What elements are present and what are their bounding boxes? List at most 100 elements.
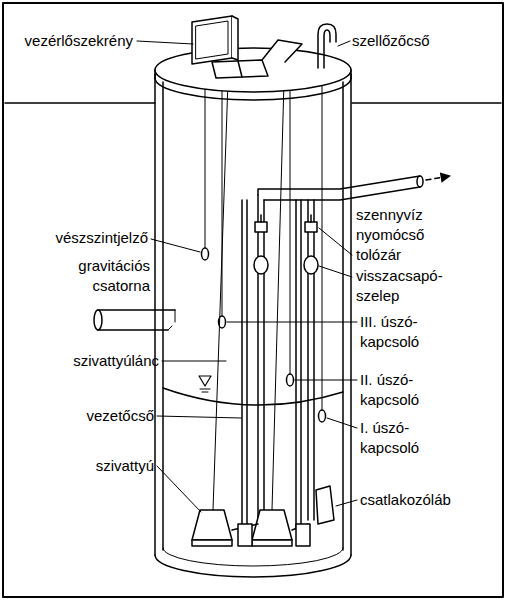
lid — [212, 60, 268, 78]
float-switch — [287, 374, 294, 386]
duck-foot — [316, 486, 334, 524]
float-switch — [290, 82, 291, 374]
shaft-wall — [350, 74, 352, 555]
gate-valve — [260, 215, 262, 222]
riser-pipe — [257, 195, 259, 520]
float-switch — [219, 316, 226, 328]
gate-valve — [310, 215, 312, 222]
duck-foot — [296, 524, 310, 546]
pressure-pipe — [264, 187, 420, 200]
leader-line — [327, 418, 357, 428]
duck-foot — [238, 524, 252, 546]
guide-pipe — [295, 200, 297, 528]
gravity-sewer-pipe — [168, 310, 175, 330]
water-level — [199, 376, 211, 386]
guide-pipe — [300, 200, 302, 528]
leader-line — [137, 41, 357, 512]
vent-pipe — [318, 24, 336, 68]
guide-pipe — [246, 200, 248, 528]
float-switch — [205, 82, 206, 248]
gravity-sewer-pipe — [98, 310, 175, 330]
water-level — [163, 388, 343, 405]
part-label: tolózár — [356, 245, 476, 265]
leader-line — [162, 361, 226, 362]
lid — [155, 40, 351, 100]
part-label: visszacsapó- szelep — [356, 266, 456, 306]
pump — [192, 510, 232, 540]
pump-chain — [272, 82, 284, 510]
leader-line — [157, 416, 241, 418]
float-switch — [222, 82, 223, 316]
gate-valve — [255, 215, 317, 232]
part-label: szivattyúlánc — [20, 351, 159, 371]
pump-chain — [213, 82, 284, 510]
pressure-pipe — [426, 176, 450, 180]
leader-line — [338, 41, 350, 46]
leader-line — [227, 322, 357, 323]
vent-pipe — [324, 30, 330, 68]
part-label: III. úszó- kapcsoló — [360, 312, 442, 352]
lid — [155, 78, 351, 100]
check-valve — [304, 256, 318, 274]
gate-valve — [305, 222, 317, 232]
part-label: II. úszó- kapcsoló — [360, 370, 442, 410]
part-label: vezérlőszekrény — [5, 31, 133, 51]
part-label: gravitációs csatorna — [30, 256, 150, 296]
ground-line — [352, 102, 501, 104]
pump — [252, 540, 292, 546]
shaft-wall — [155, 74, 351, 577]
water-level — [200, 389, 210, 390]
shaft-wall — [162, 82, 164, 550]
guide-pipe — [242, 200, 301, 528]
leader-line — [319, 266, 352, 277]
riser-pipe — [313, 200, 315, 520]
pump — [192, 510, 308, 546]
part-label: I. úszó- kapcsoló — [360, 418, 442, 458]
leader-line — [295, 380, 357, 381]
leader-line — [157, 466, 201, 512]
riser-pipe — [263, 200, 265, 520]
shaft-wall — [154, 74, 156, 555]
float-switch — [202, 82, 326, 422]
pressure-pipe — [417, 176, 423, 187]
gate-valve — [255, 222, 267, 232]
leader-line — [336, 500, 357, 506]
riser-pipe — [258, 195, 314, 520]
control-cabinet — [192, 16, 238, 64]
lid — [350, 70, 352, 78]
leader-line — [137, 41, 193, 44]
guide-pipe — [241, 200, 243, 528]
part-label: vezetőcső — [20, 406, 154, 426]
pump-chain — [213, 82, 228, 510]
leader-line — [319, 228, 352, 255]
ground-line — [5, 102, 155, 104]
water-level — [202, 392, 208, 393]
float-switch — [202, 248, 209, 260]
gravity-sewer-pipe — [94, 310, 102, 330]
part-label: szellőzőcső — [352, 31, 482, 51]
control-cabinet — [192, 16, 232, 64]
pump — [252, 510, 292, 540]
riser-pipe — [307, 200, 309, 520]
gravity-sewer-pipe — [94, 310, 175, 330]
check-valve — [254, 256, 268, 274]
float-switch — [319, 410, 326, 422]
part-label: csatlakozóláb — [360, 490, 490, 510]
part-label: szivattyú — [20, 456, 154, 476]
control-cabinet — [232, 16, 238, 60]
control-cabinet — [196, 21, 228, 59]
vent-pipe — [318, 24, 336, 68]
shaft-wall — [342, 82, 344, 550]
lid — [262, 40, 302, 62]
duck-foot — [238, 486, 334, 546]
lid — [154, 70, 156, 78]
lid — [155, 48, 351, 92]
ground-line — [5, 102, 501, 104]
frame — [3, 3, 503, 597]
part-label: vészszintjelző — [20, 228, 148, 248]
shaft-wall — [163, 548, 343, 566]
pressure-pipe — [258, 176, 420, 195]
